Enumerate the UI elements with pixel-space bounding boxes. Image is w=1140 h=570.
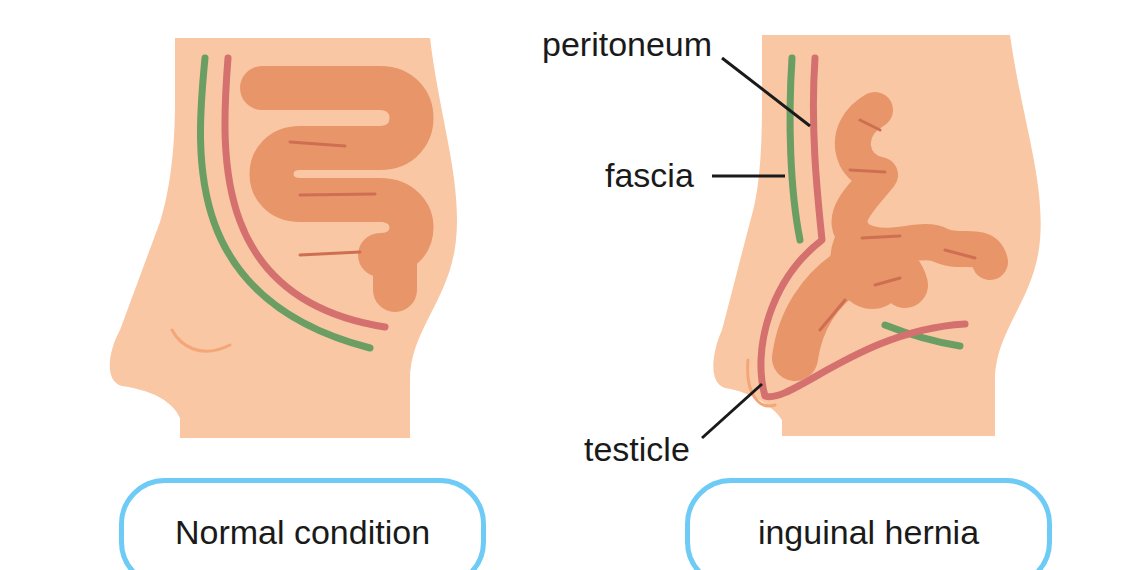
caption-text: Normal condition [154, 514, 451, 551]
caption-text: inguinal hernia [720, 514, 1017, 551]
label-pill: Normal condition [119, 478, 486, 570]
leader-line [702, 384, 762, 438]
part-label: fascia [605, 157, 694, 194]
leader-line [722, 58, 810, 126]
hernia-figure [713, 35, 1040, 436]
label-pill: inguinal hernia [685, 478, 1052, 570]
part-label: testicle [584, 431, 690, 468]
normal-figure [110, 38, 457, 438]
leader-line [712, 175, 785, 178]
part-label: peritoneum [542, 26, 712, 63]
